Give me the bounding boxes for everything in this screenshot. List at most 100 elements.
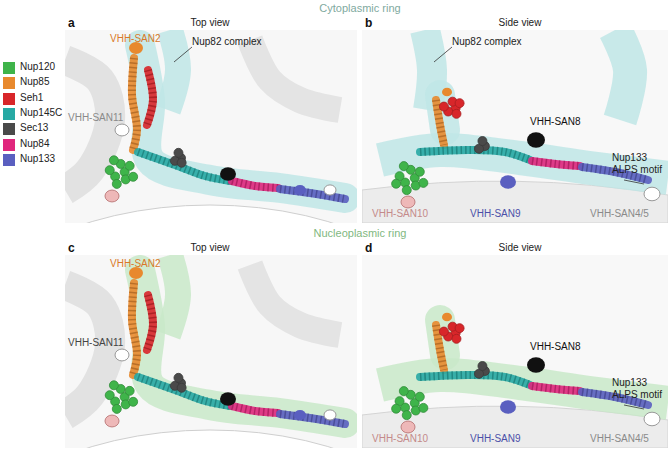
domain-cluster bbox=[399, 387, 408, 396]
leader-line bbox=[174, 47, 192, 62]
nanobody-blob bbox=[220, 167, 236, 181]
protein-chain bbox=[138, 152, 230, 181]
panel-letter: c bbox=[68, 242, 75, 256]
domain-cluster bbox=[439, 102, 448, 111]
protein-chain bbox=[147, 70, 153, 125]
leader-line bbox=[624, 405, 644, 409]
nanobody-label: VHH-SAN8 bbox=[530, 116, 581, 128]
protein-chain bbox=[532, 386, 580, 391]
domain-cluster bbox=[415, 392, 424, 401]
domain-cluster bbox=[177, 383, 186, 392]
nanobody-blob bbox=[115, 124, 129, 136]
top-view-panel bbox=[65, 255, 357, 448]
nanobody-blob bbox=[442, 88, 452, 97]
nanobody-blob bbox=[294, 185, 306, 195]
legend-swatch bbox=[3, 154, 15, 166]
helix-texture bbox=[232, 406, 278, 413]
legend-label: Nup120 bbox=[20, 61, 55, 72]
legend-label: Sec13 bbox=[20, 122, 48, 133]
nanobody-label: VHH-SAN10 bbox=[372, 433, 428, 445]
helix-texture bbox=[132, 283, 137, 375]
nanobody-blob bbox=[500, 400, 516, 414]
nanobody-label: VHH-SAN11 bbox=[68, 337, 123, 349]
domain-cluster bbox=[174, 148, 183, 157]
nanobody-blob bbox=[105, 190, 119, 202]
legend-label: Nup145C bbox=[20, 107, 62, 118]
panel-letter: b bbox=[365, 17, 372, 31]
nanobody-label: VHH-SAN9 bbox=[470, 208, 521, 220]
view-label: Side view bbox=[499, 242, 542, 254]
domain-cluster bbox=[109, 156, 118, 165]
callout-label: Nup133 ALPS motif bbox=[612, 152, 666, 175]
nanobody-blob bbox=[115, 349, 129, 361]
domain-cluster bbox=[419, 403, 428, 412]
domain-cluster bbox=[177, 158, 186, 167]
legend-swatch bbox=[3, 139, 15, 151]
nanobody-label: VHH-SAN8 bbox=[530, 341, 581, 353]
top-view-panel bbox=[65, 30, 357, 223]
protein-chain bbox=[132, 283, 137, 375]
panel-letter: a bbox=[68, 17, 75, 31]
legend-label: Nup85 bbox=[20, 76, 49, 87]
helix-texture bbox=[232, 181, 278, 188]
domain-cluster bbox=[478, 362, 487, 371]
helix-texture bbox=[532, 386, 580, 391]
helix-texture bbox=[147, 295, 153, 350]
domain-cluster bbox=[452, 109, 461, 118]
protein-chain bbox=[232, 406, 278, 413]
helix-texture bbox=[147, 70, 153, 125]
nanobody-blob bbox=[644, 412, 660, 426]
protein-chain bbox=[138, 377, 230, 406]
domain-cluster bbox=[478, 137, 487, 146]
helix-texture bbox=[138, 152, 230, 181]
nanobody-blob bbox=[105, 415, 119, 427]
domain-cluster bbox=[105, 166, 114, 175]
domain-cluster bbox=[112, 179, 121, 188]
view-label: Top view bbox=[191, 242, 230, 254]
domain-cluster bbox=[439, 327, 448, 336]
nanobody-blob bbox=[324, 185, 336, 195]
legend-label: Nup133 bbox=[20, 153, 55, 164]
domain-cluster bbox=[402, 411, 411, 420]
domain-cluster bbox=[129, 172, 138, 181]
panel-letter: d bbox=[365, 242, 372, 256]
nanobody-blob bbox=[527, 357, 545, 372]
nanobody-label: VHH-SAN4/5 bbox=[590, 433, 649, 445]
domain-cluster bbox=[455, 324, 464, 333]
view-label: Top view bbox=[191, 17, 230, 29]
protein-chain bbox=[132, 58, 137, 150]
protein-chain bbox=[147, 295, 153, 350]
nanobody-blob bbox=[401, 421, 415, 433]
legend-label: Nup84 bbox=[20, 138, 49, 149]
leader-line bbox=[624, 180, 644, 184]
nanobody-label: VHH-SAN9 bbox=[470, 433, 521, 445]
section-title: Nucleoplasmic ring bbox=[314, 227, 407, 240]
legend-swatch bbox=[3, 123, 15, 135]
nanobody-label: VHH-SAN11 bbox=[68, 112, 123, 124]
nanobody-blob bbox=[401, 196, 415, 208]
domain-cluster bbox=[455, 99, 464, 108]
leader-line bbox=[434, 47, 452, 62]
domain-cluster bbox=[392, 179, 401, 188]
callout-label: Nup133 ALPS motif bbox=[612, 377, 666, 400]
nanobody-label: VHH-SAN2 bbox=[110, 33, 161, 45]
domain-cluster bbox=[109, 381, 118, 390]
domain-cluster bbox=[402, 186, 411, 195]
domain-cluster bbox=[125, 386, 134, 395]
legend-swatch bbox=[3, 93, 15, 105]
nanobody-label: VHH-SAN2 bbox=[110, 258, 161, 270]
domain-cluster bbox=[419, 178, 428, 187]
domain-cluster bbox=[415, 167, 424, 176]
nanobody-blob bbox=[324, 410, 336, 420]
side-view-panel bbox=[362, 255, 668, 448]
helix-texture bbox=[138, 377, 230, 406]
callout-label: Nup82 complex bbox=[192, 36, 261, 48]
nanobody-blob bbox=[644, 187, 660, 201]
section-title: Cytoplasmic ring bbox=[319, 2, 400, 15]
protein-chain bbox=[532, 161, 580, 166]
nanobody-label: VHH-SAN10 bbox=[372, 208, 428, 220]
domain-cluster bbox=[105, 391, 114, 400]
nanobody-blob bbox=[527, 132, 545, 147]
domain-cluster bbox=[129, 397, 138, 406]
nanobody-blob bbox=[220, 392, 236, 406]
